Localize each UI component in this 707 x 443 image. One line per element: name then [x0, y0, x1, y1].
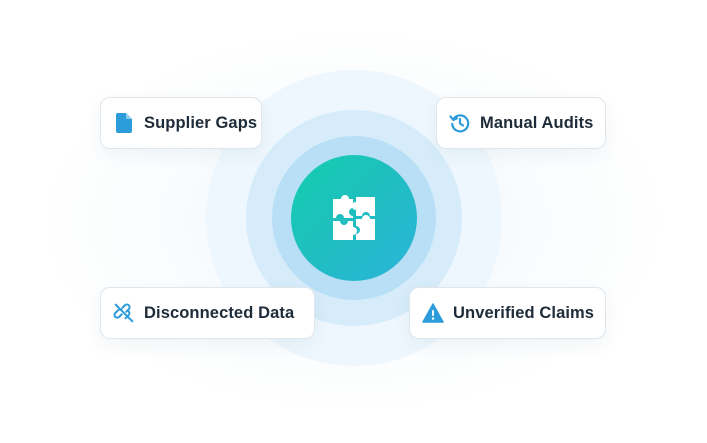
manual-audits-label: Manual Audits	[480, 113, 594, 132]
document-icon	[113, 112, 135, 134]
supplier-gaps-card: Supplier Gaps	[100, 97, 262, 149]
disconnected-data-card: Disconnected Data	[100, 287, 315, 339]
puzzle-icon	[333, 195, 375, 240]
broken-link-icon	[113, 302, 135, 324]
manual-audits-card: Manual Audits	[436, 97, 606, 149]
unverified-claims-label: Unverified Claims	[453, 303, 595, 322]
supplier-gaps-label: Supplier Gaps	[144, 113, 258, 132]
unverified-claims-card: Unverified Claims	[409, 287, 606, 339]
history-icon	[449, 112, 471, 134]
warning-icon	[422, 302, 444, 324]
disconnected-data-label: Disconnected Data	[144, 303, 295, 322]
central-hub	[291, 155, 417, 281]
